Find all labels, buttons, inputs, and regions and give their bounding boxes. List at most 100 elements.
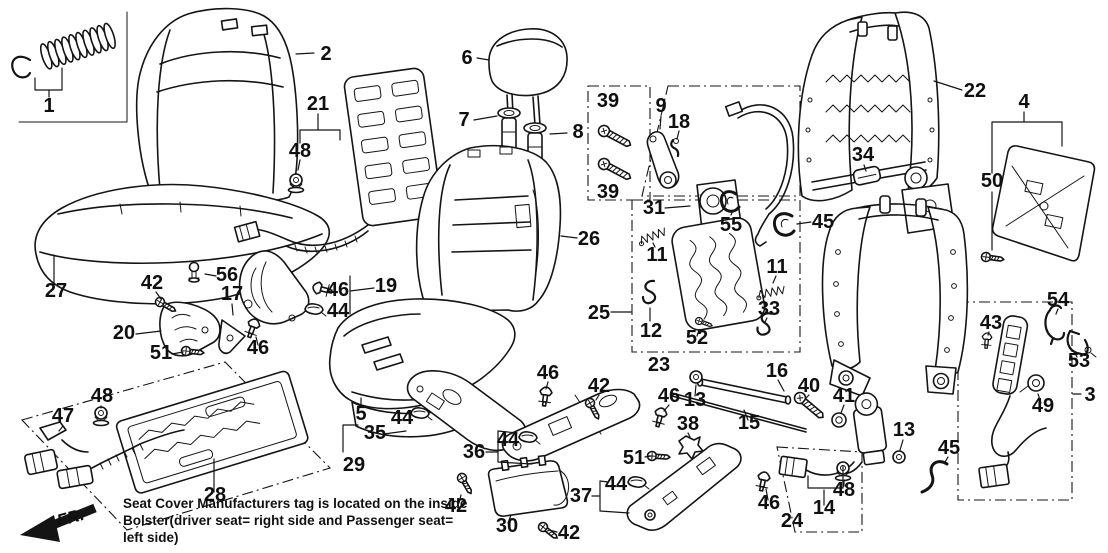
part-headrest[interactable] [488,28,568,140]
nut-41[interactable] [831,412,847,428]
callout-34[interactable]: 34 [852,144,875,166]
callout-36[interactable]: 36 [463,441,485,463]
callout-9[interactable]: 9 [655,95,666,117]
callout-23[interactable]: 23 [648,354,670,376]
part-seat-back-panel[interactable] [991,145,1096,262]
callout-42a[interactable]: 42 [141,272,163,294]
clip-46-e[interactable] [754,470,772,493]
callout-53[interactable]: 53 [1068,350,1090,372]
callout-51b[interactable]: 51 [623,447,645,469]
callout-42c[interactable]: 42 [445,495,467,517]
callout-40[interactable]: 40 [798,375,820,397]
callout-33[interactable]: 33 [758,298,780,320]
part-srs-harness[interactable] [978,374,1047,489]
callout-14[interactable]: 14 [813,497,836,519]
part-hog-ring-strip[interactable] [11,22,117,79]
part-lumbar-support-panel[interactable] [233,67,444,254]
callout-29[interactable]: 29 [343,454,365,476]
part-height-motor[interactable] [837,391,889,475]
callout-55[interactable]: 55 [720,214,742,236]
callout-54[interactable]: 54 [1047,289,1070,311]
callout-13a[interactable]: 13 [684,389,706,411]
part-recliner-cover[interactable] [238,250,310,325]
callout-47[interactable]: 47 [52,405,74,427]
callout-42b[interactable]: 42 [588,375,610,397]
callout-44c[interactable]: 44 [497,429,520,451]
part-bracket-53[interactable] [1066,329,1097,358]
callout-4[interactable]: 4 [1018,91,1030,113]
callout-5[interactable]: 5 [355,403,366,425]
callout-46c[interactable]: 46 [537,362,559,384]
callout-11a[interactable]: 11 [646,244,667,266]
part-cushion-frame-pan[interactable] [115,370,309,494]
callout-25[interactable]: 25 [588,302,610,324]
callout-38[interactable]: 38 [677,413,699,435]
callout-18[interactable]: 18 [668,111,690,133]
callout-49[interactable]: 49 [1032,395,1054,417]
screw-42-lower-left[interactable] [455,471,476,497]
callout-27[interactable]: 27 [45,280,67,302]
callout-46b[interactable]: 46 [327,279,349,301]
part-hook-54[interactable] [1044,304,1066,346]
callout-46e[interactable]: 46 [758,492,780,514]
callout-52[interactable]: 52 [686,327,708,349]
callout-8[interactable]: 8 [572,121,583,143]
callout-19[interactable]: 19 [375,275,397,297]
callout-13b[interactable]: 13 [893,419,915,441]
callout-41[interactable]: 41 [833,385,855,407]
callout-20[interactable]: 20 [113,322,135,344]
ring-terminal-49[interactable] [1027,374,1045,392]
callout-15[interactable]: 15 [738,412,760,434]
part-side-trim-right[interactable] [626,442,742,531]
callout-51a[interactable]: 51 [150,342,172,364]
callout-1[interactable]: 1 [43,95,54,117]
part-bracket-34[interactable] [852,165,882,186]
part-clip-45-upper[interactable] [772,212,796,237]
callout-21[interactable]: 21 [307,93,329,115]
callout-7[interactable]: 7 [458,109,469,131]
callout-6[interactable]: 6 [461,47,472,69]
callout-46d[interactable]: 46 [658,385,680,407]
callout-11b[interactable]: 11 [766,256,787,278]
callout-39b[interactable]: 39 [597,181,619,203]
part-front-panel-30[interactable] [487,454,570,517]
callout-16[interactable]: 16 [766,360,788,382]
part-bracket-17[interactable] [218,319,246,355]
callout-48b[interactable]: 48 [91,385,113,407]
part-bracket-20[interactable] [159,301,221,357]
part-seat-back-pad[interactable] [670,216,767,332]
part-srs-unit-43[interactable] [992,315,1029,396]
part-connecting-rod-15[interactable] [671,392,807,433]
callout-2[interactable]: 2 [320,43,331,65]
grommet-48-upper[interactable] [287,173,305,194]
callout-39a[interactable]: 39 [597,90,619,112]
washer-13-left[interactable] [689,370,703,384]
screw-50[interactable] [980,251,1006,265]
callout-31[interactable]: 31 [643,197,665,219]
callout-30[interactable]: 30 [496,515,518,537]
callout-48c[interactable]: 48 [833,479,855,501]
part-hook-45-lower[interactable] [920,460,949,494]
washer-13-right[interactable] [892,450,906,464]
hook-12[interactable] [641,279,657,305]
callout-37[interactable]: 37 [570,485,592,507]
callout-50[interactable]: 50 [981,170,1003,192]
grommet-43[interactable] [980,331,993,350]
callout-56[interactable]: 56 [216,264,238,286]
screw-42-bottom[interactable] [535,519,561,543]
part-bracket-38[interactable] [678,435,704,460]
callout-42d[interactable]: 42 [558,522,580,544]
callout-45b[interactable]: 45 [938,437,960,459]
clip-44-d[interactable] [627,476,650,490]
part-front-seat-back-cover[interactable] [415,144,562,313]
bolt-39-lower[interactable] [595,155,634,184]
part-seat-back-frame-right[interactable] [797,11,955,234]
callout-45a[interactable]: 45 [812,211,834,233]
part-connector-14[interactable] [778,455,855,479]
callout-43[interactable]: 43 [980,312,1002,334]
callout-12[interactable]: 12 [640,320,662,342]
callout-46a[interactable]: 46 [247,337,269,359]
grommet-48-left[interactable] [92,406,110,427]
part-cable-clamp-55[interactable] [719,190,741,213]
part-seat-sensor-47[interactable] [24,421,185,490]
